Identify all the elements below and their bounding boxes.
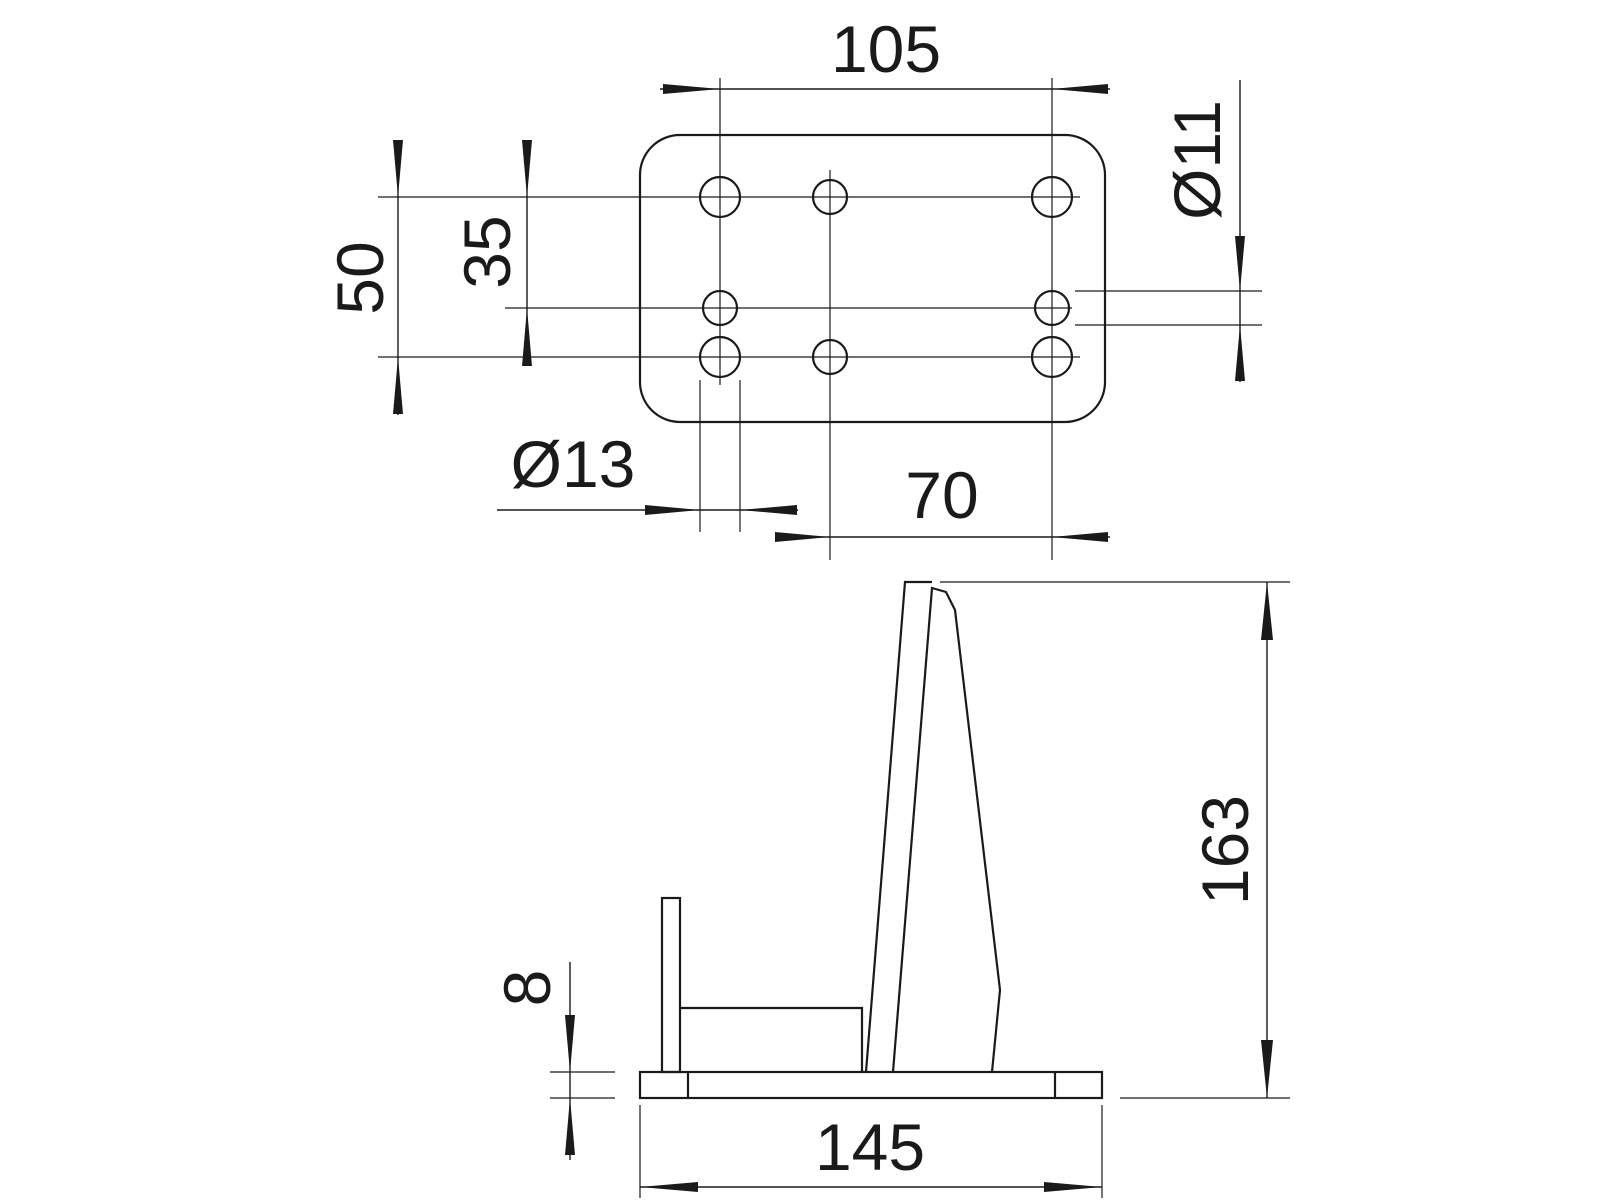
dim-11-label: Ø11 — [1160, 100, 1234, 220]
arrow-13-right — [740, 505, 797, 515]
arrow-163-bottom — [1261, 1040, 1273, 1098]
arrow-70-left — [775, 532, 830, 542]
arrow-11-bottom — [1235, 325, 1245, 381]
arrow-163-top — [1261, 582, 1273, 640]
arrow-8-bottom — [565, 1098, 575, 1155]
dim-13-label: Ø13 — [511, 427, 636, 501]
arrow-13-left — [645, 505, 700, 515]
arrow-50-top — [393, 140, 403, 197]
side-base-plate — [638, 1070, 1104, 1100]
arrow-145-right — [1044, 1182, 1102, 1192]
arrow-8-top — [565, 1015, 575, 1072]
arrow-105-left — [663, 84, 720, 94]
arrow-105-right — [1052, 84, 1108, 94]
side-upright-back — [864, 580, 932, 1073]
dim-105-label: 105 — [831, 12, 941, 86]
base-plate-outline — [638, 133, 1107, 424]
side-upright-front — [891, 586, 1002, 1073]
arrow-35-bottom — [522, 308, 532, 366]
dim-70-label: 70 — [905, 458, 978, 532]
top-view: 105 50 35 Ø11 Ø13 70 — [323, 12, 1262, 560]
arrow-50-bottom — [393, 357, 403, 414]
arrow-35-top — [522, 140, 532, 197]
side-rest-block — [680, 1006, 864, 1072]
side-view: 163 8 145 — [490, 580, 1290, 1198]
dim-163-label: 163 — [1188, 795, 1262, 905]
arrow-145-left — [640, 1182, 698, 1192]
dim-35-label: 35 — [450, 215, 524, 288]
arrow-11-top — [1235, 236, 1245, 291]
dim-145-label: 145 — [815, 1110, 925, 1184]
side-small-plate — [660, 896, 682, 1074]
arrow-70-right — [1052, 532, 1108, 542]
dim-8-label: 8 — [490, 970, 564, 1007]
dim-50-label: 50 — [323, 241, 397, 314]
